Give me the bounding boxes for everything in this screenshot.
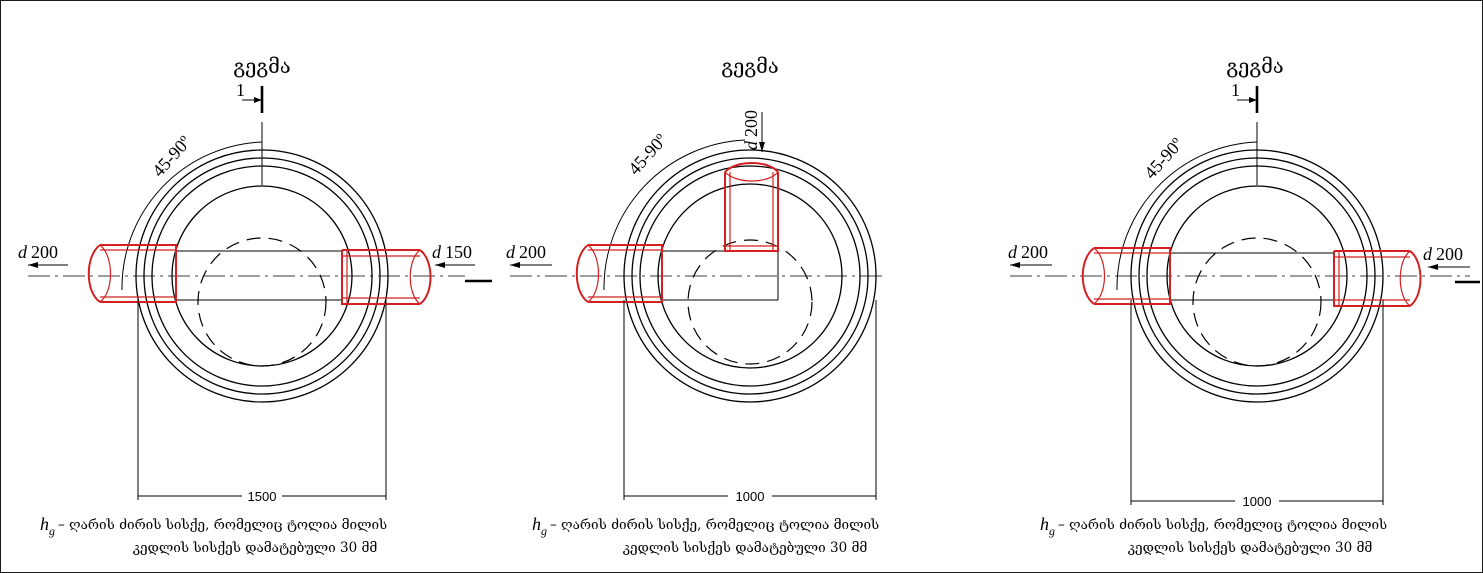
panel-2-top-pipe <box>724 162 779 252</box>
panel-3-width-dim: 1000 <box>1243 494 1272 509</box>
panel-2-top-d: d <box>741 140 761 150</box>
panel-3-right-pipe-label: 200 <box>1436 244 1463 264</box>
panel-3-width-dimension: 1000 <box>1130 300 1384 509</box>
panel-3-left-pipe <box>1081 247 1171 305</box>
panel-3-right-flow-arrow: d 200 <box>1423 244 1480 284</box>
panel-3: გეგმა 1 45-90º <box>1008 54 1480 556</box>
panel-1-left-pipe <box>87 244 177 303</box>
panel-2-width-dim: 1000 <box>736 489 765 504</box>
panel-1-note-sub: g <box>49 524 55 538</box>
panel-1-right-flow-arrow: d 150 <box>432 242 492 283</box>
panel-3-section-label: 1 <box>1231 80 1240 100</box>
panel-1-right-pipe-label: 150 <box>445 242 472 262</box>
panel-1-hidden-circle <box>197 237 327 367</box>
panel-3-note-line1: – ღარის ძირის სისქე, რომელიც ტოლია მილის <box>1058 517 1387 533</box>
panel-2-hidden-circle <box>687 239 813 365</box>
panel-1-left-d: d <box>18 242 28 262</box>
panel-2-title: გეგმა <box>721 54 778 78</box>
panel-1-left-flow-arrow: d 200 <box>18 242 68 268</box>
panel-2-width-dimension: 1000 <box>623 300 877 504</box>
panel-2-top-flow-arrow: d 200 <box>741 110 765 152</box>
panel-3-note-sub: g <box>1049 524 1055 538</box>
panel-2-note-h: h <box>532 514 541 534</box>
panel-3-note-line2: კედლის სისქეს დამატებული 30 მმ <box>1128 540 1373 556</box>
panel-3-right-d: d <box>1423 244 1433 264</box>
panel-1-note-h: h <box>40 514 49 534</box>
panel-3-angle-label: 45-90º <box>1140 134 1187 183</box>
panel-1-left-pipe-label: 200 <box>31 242 58 262</box>
panel-1-note-line1: – ღარის ძირის სისქე, რომელიც ტოლია მილის <box>58 517 387 533</box>
panel-2-angle-label: 45-90º <box>624 130 671 179</box>
panel-1-section-label: 1 <box>236 80 245 100</box>
panel-3-left-pipe-label: 200 <box>1021 242 1048 262</box>
panel-1-right-d: d <box>432 242 442 262</box>
panel-2-left-flow-arrow: d 200 <box>506 242 552 268</box>
panel-2-note-line2: კედლის სისქეს დამატებული 30 მმ <box>623 540 868 556</box>
panel-2: გეგმა d 200 45-90º <box>506 54 885 556</box>
panel-3-right-pipe <box>1333 250 1422 307</box>
panel-2-note: h g – ღარის ძირის სისქე, რომელიც ტოლია მ… <box>532 514 879 556</box>
panel-2-note-line1: – ღარის ძირის სისქე, რომელიც ტოლია მილის <box>550 517 879 533</box>
panel-3-section-mark: 1 <box>1231 80 1259 113</box>
panel-1-width-dimension: 1500 <box>137 300 387 504</box>
panel-1-width-dim: 1500 <box>248 489 277 504</box>
panel-2-left-d: d <box>506 242 516 262</box>
panel-3-left-flow-arrow: d 200 <box>1008 242 1052 268</box>
panel-2-note-sub: g <box>541 524 547 538</box>
panel-3-note: h g – ღარის ძირის სისქე, რომელიც ტოლია მ… <box>1040 514 1387 556</box>
panel-3-angle-arc: 45-90º <box>1116 134 1258 291</box>
panel-1-title: გეგმა <box>233 54 290 78</box>
panel-3-left-d: d <box>1008 242 1018 262</box>
panel-3-note-h: h <box>1040 514 1049 534</box>
panel-1-note: h g – ღარის ძირის სისქე, რომელიც ტოლია მ… <box>40 514 387 556</box>
panel-2-top-pipe-label: 200 <box>741 110 761 137</box>
panel-1-note-line2: კედლის სისქეს დამატებული 30 მმ <box>133 540 378 556</box>
panel-1: გეგმა 1 45-90º <box>18 54 492 556</box>
panel-3-hidden-circle <box>1192 237 1322 367</box>
panel-1-section-mark: 1 <box>236 80 264 113</box>
panel-3-title: გეგმა <box>1226 54 1283 78</box>
panel-1-right-pipe <box>341 249 432 305</box>
panel-2-left-pipe-label: 200 <box>519 242 546 262</box>
panel-2-angle-arc: 45-90º <box>603 130 746 291</box>
panel-2-left-pipe <box>575 244 663 303</box>
panel-1-angle-arc: 45-90º <box>121 132 263 291</box>
